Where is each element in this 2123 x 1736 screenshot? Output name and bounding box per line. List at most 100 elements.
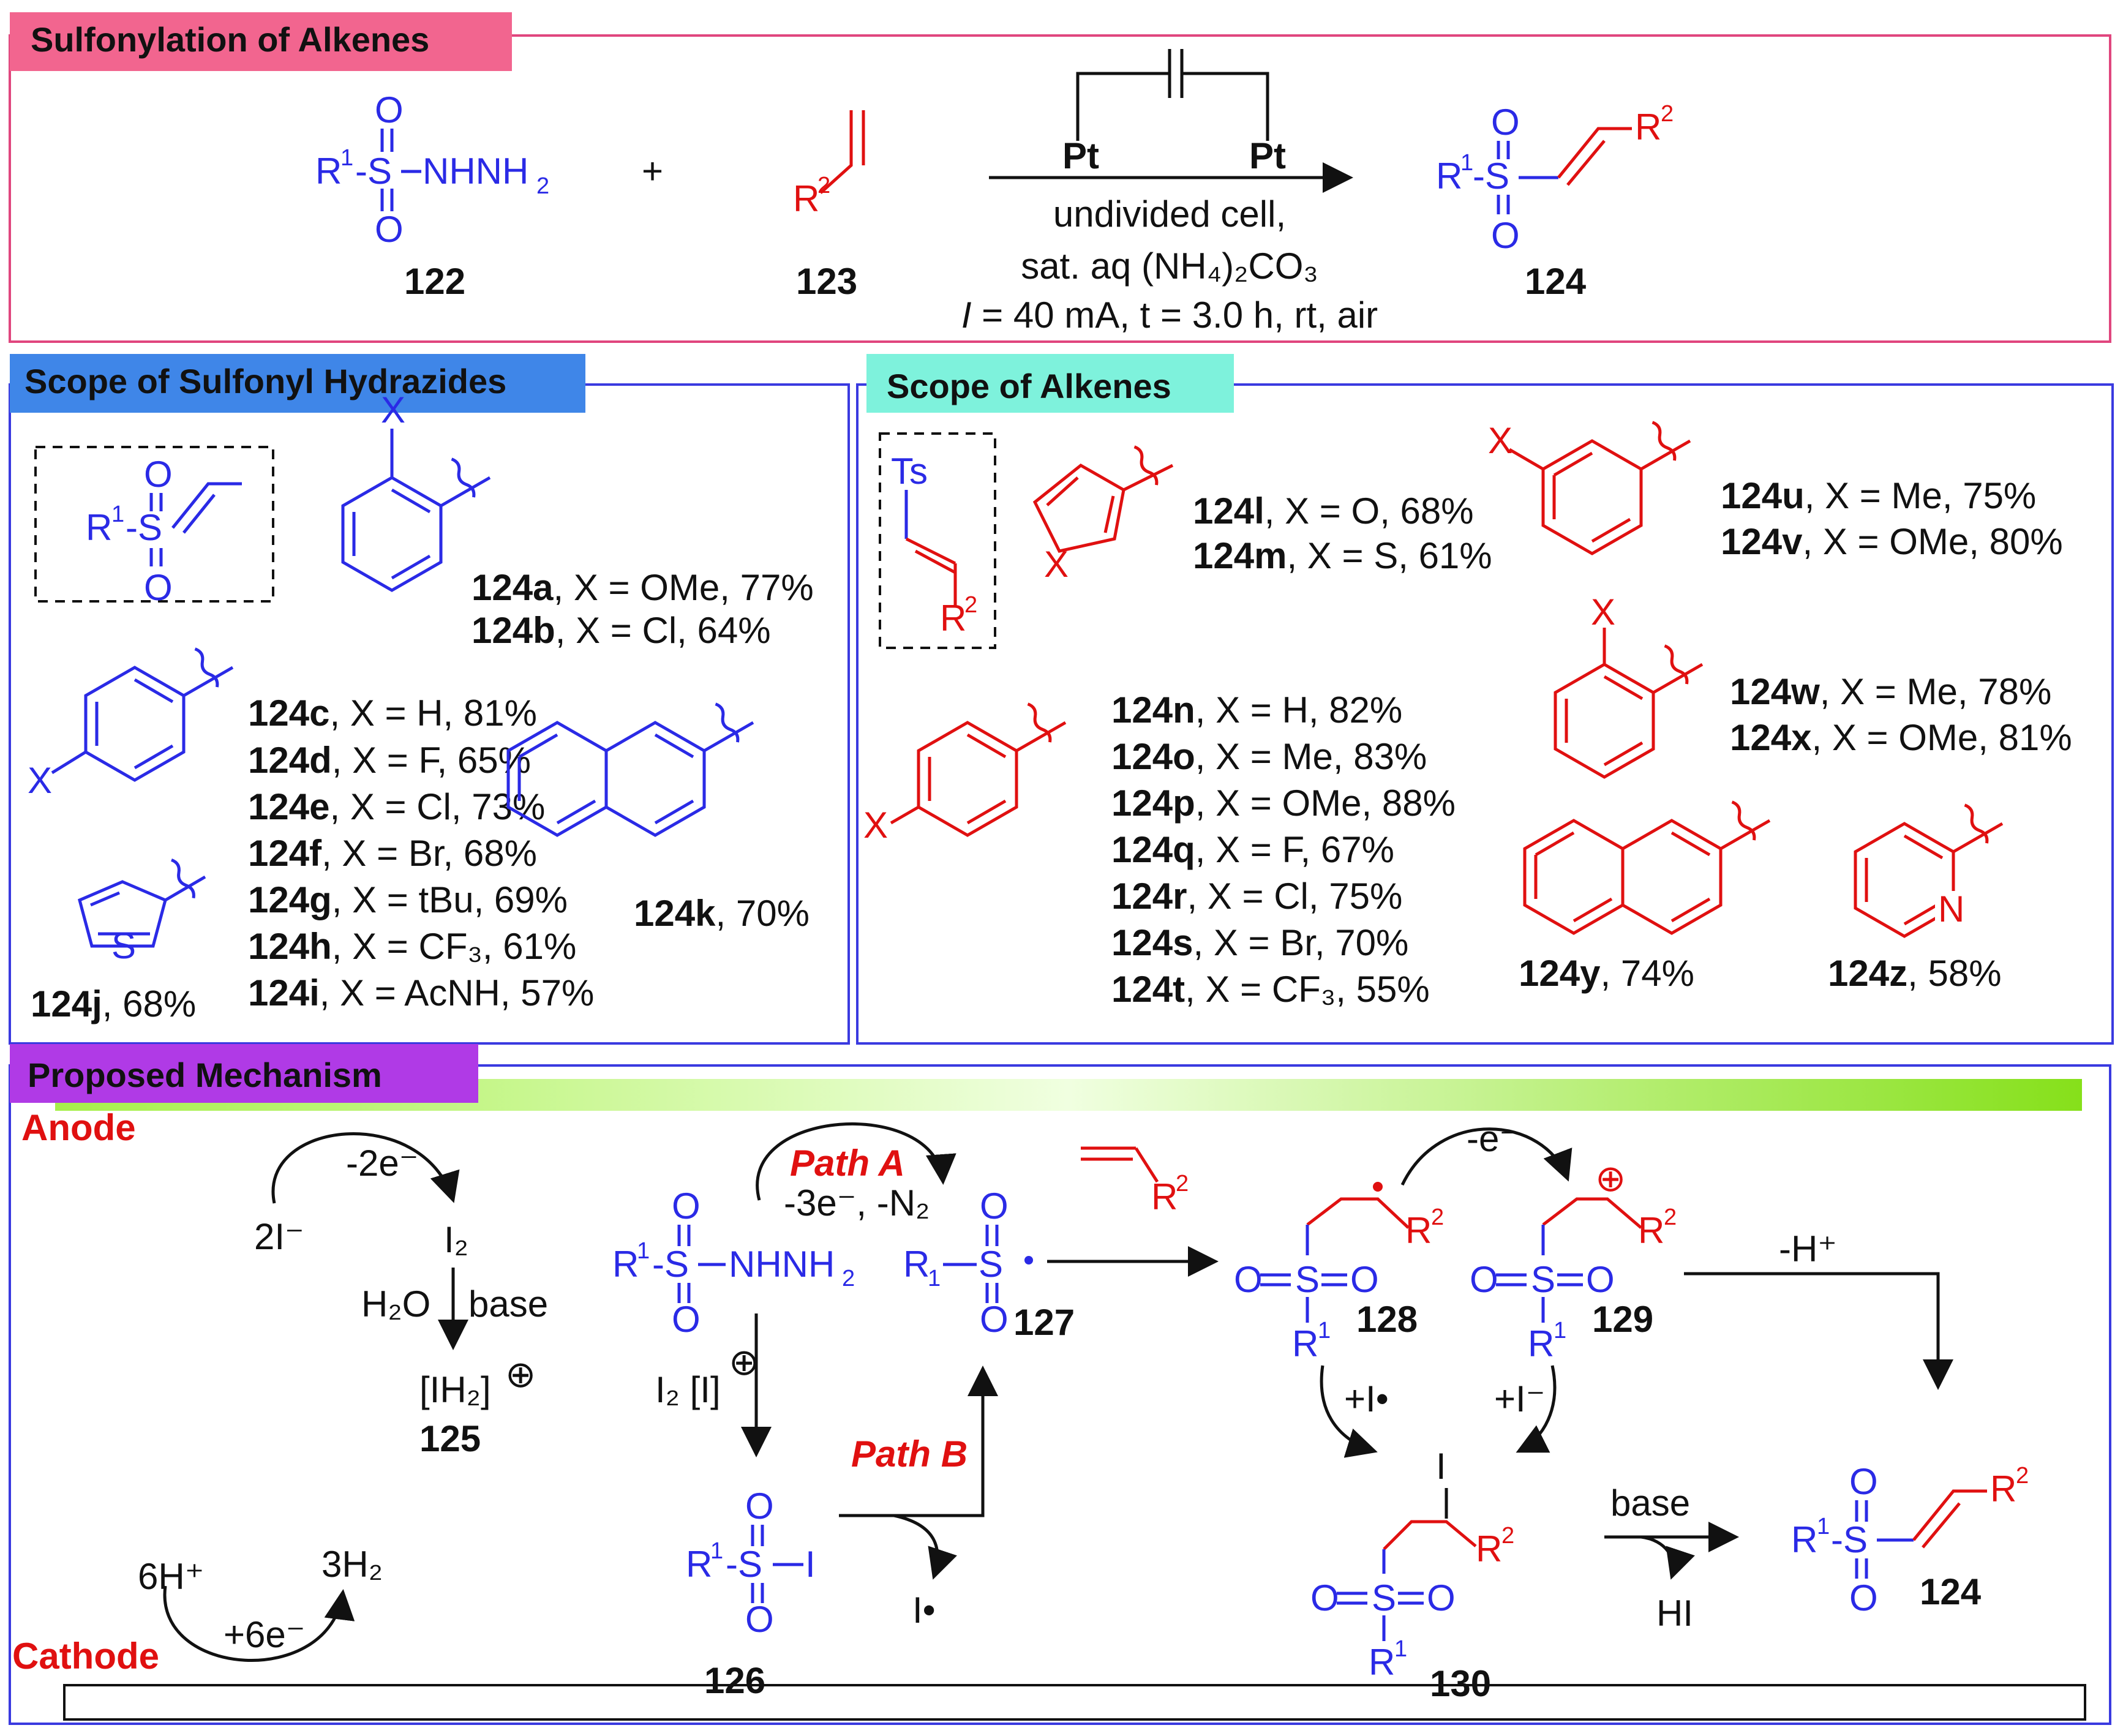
alkenes-header [866,354,1234,413]
svg-text:I: I [805,1544,816,1585]
ih2: [IH₂] [419,1369,491,1410]
scope-124e: 124e, X = Cl, 73% [248,786,545,827]
iodo-sulfone-130: I R 2 S O O R 1 130 [1310,1446,1514,1704]
naphthyl-alkene [1523,800,1771,935]
svg-text:R: R [1369,1642,1395,1683]
minus-2e: -2e⁻ [346,1143,418,1184]
svg-text:O: O [1491,102,1520,143]
svg-text:R: R [793,178,819,219]
svg-text:R: R [686,1544,712,1585]
sulfonylation-box [9,34,2111,343]
scope-124u: 124u, X = Me, 75% [1721,475,2036,516]
mechanism-product-124: R 1 -S O O R 2 124 [1791,1461,2029,1618]
svg-text:R: R [315,151,342,192]
svg-text:O: O [980,1186,1009,1227]
scope-124s: 124s, X = Br, 70% [1111,922,1408,963]
svg-text:R: R [1635,107,1661,148]
deprotonation-arrow [1684,1272,1953,1390]
scope-124c: 124c, X = H, 81% [248,693,537,734]
svg-text:N: N [1938,889,1964,930]
compound-123: R 2 123 [793,110,865,302]
svg-text:O: O [1234,1259,1263,1300]
plus-6e: +6e⁻ [224,1614,305,1655]
svg-text:O: O [1310,1577,1339,1618]
scope-124j: 124j, 68% [31,983,196,1024]
oxidation-arrow [1400,1127,1573,1186]
svg-text:NHNH: NHNH [423,151,528,192]
svg-text:2: 2 [1431,1204,1444,1230]
svg-text:2: 2 [964,592,977,618]
sulfonylation-title: Sulfonylation of Alkenes [31,20,429,59]
generic-sulfone: R 1 -S O O [86,454,242,608]
scope-124d: 124d, X = F, 65% [248,740,531,781]
svg-text:1: 1 [1394,1636,1407,1662]
scope-124n: 124n, X = H, 82% [1111,690,1402,731]
plus-i-anion: +I⁻ [1494,1378,1545,1419]
scope-124m: 124m, X = S, 61% [1193,535,1492,576]
svg-text:X: X [1488,420,1512,461]
two-iodide: 2I⁻ [254,1216,304,1257]
svg-text:X: X [381,389,405,430]
pyridyl-alkene: N [1854,803,2004,938]
base-2: base [1610,1482,1690,1524]
iodine-radical-addition [1320,1365,1378,1458]
svg-text:R: R [86,507,112,548]
svg-text:S: S [1295,1259,1320,1300]
svg-text:R: R [1292,1323,1318,1364]
svg-text:-S: -S [1473,156,1509,197]
minus-h: -H⁺ [1779,1228,1837,1269]
svg-text:1: 1 [710,1538,723,1564]
svg-text:2: 2 [1176,1171,1189,1197]
label-130: 130 [1430,1663,1491,1704]
carbon-radical-128: R 2 S O O R 1 128 [1234,1182,1444,1364]
scope-124y: 124y, 74% [1519,953,1694,994]
svg-text:-S: -S [726,1544,762,1585]
hydrazides-header [10,354,585,413]
three-h2: 3H₂ [321,1544,383,1585]
plus-i-radical: +I• [1344,1378,1389,1419]
svg-text:O: O [1491,215,1520,256]
para-aryl-alkene: X [863,702,1067,846]
svg-text:S: S [111,925,136,966]
svg-text:R: R [1436,156,1462,197]
svg-text:⊕: ⊕ [1595,1158,1626,1199]
scope-124r: 124r, X = Cl, 75% [1111,876,1402,917]
svg-text:O: O [672,1186,701,1227]
svg-text:2: 2 [1501,1523,1514,1549]
scope-124i: 124i, X = AcNH, 57% [248,972,594,1013]
svg-text:O: O [745,1599,774,1640]
anode-label: Anode [21,1107,136,1148]
svg-text:-S: -S [355,151,392,192]
svg-text:O: O [1350,1259,1379,1300]
scope-124l: 124l, X = O, 68% [1193,490,1474,532]
scope-124t: 124t, X = CF₃, 55% [1111,969,1430,1010]
path-a-conditions: -3e⁻, -N₂ [784,1182,930,1223]
scope-124g: 124g, X = tBu, 69% [248,879,568,920]
label-129: 129 [1592,1299,1653,1340]
svg-text:2: 2 [842,1266,855,1291]
svg-text:O: O [144,454,173,495]
hi: HI [1656,1593,1693,1634]
iodide-anion-addition [1516,1365,1557,1453]
scope-124x: 124x, X = OMe, 81% [1730,717,2072,758]
i2-reagent: I₂ [I] [655,1369,721,1410]
scope-124v: 124v, X = OMe, 80% [1721,521,2063,562]
ortho-aryl-alkene: X [1554,592,1704,779]
svg-text:R: R [1405,1210,1432,1251]
compound-122: R 1 -S NHNH 2 O O 122 [315,89,549,302]
svg-text:R: R [1528,1323,1554,1364]
svg-text:R: R [1791,1519,1817,1560]
alkenes-title: Scope of Alkenes [887,367,1171,405]
iodine-radical: I• [912,1590,936,1631]
condition-line-2: sat. aq (NH₄)₂CO₃ [1021,246,1318,287]
svg-text:S: S [979,1244,1003,1285]
label-125: 125 [419,1418,481,1459]
svg-text:2: 2 [2016,1463,2029,1489]
svg-text:X: X [1591,592,1615,633]
base-1: base [468,1283,548,1325]
carbocation-129: ⊕ R 2 S O O R 1 129 [1470,1158,1677,1364]
svg-text:2: 2 [536,173,549,199]
svg-text:R: R [612,1244,639,1285]
svg-text:O: O [745,1486,774,1527]
label-124-mech: 124 [1920,1571,1982,1612]
